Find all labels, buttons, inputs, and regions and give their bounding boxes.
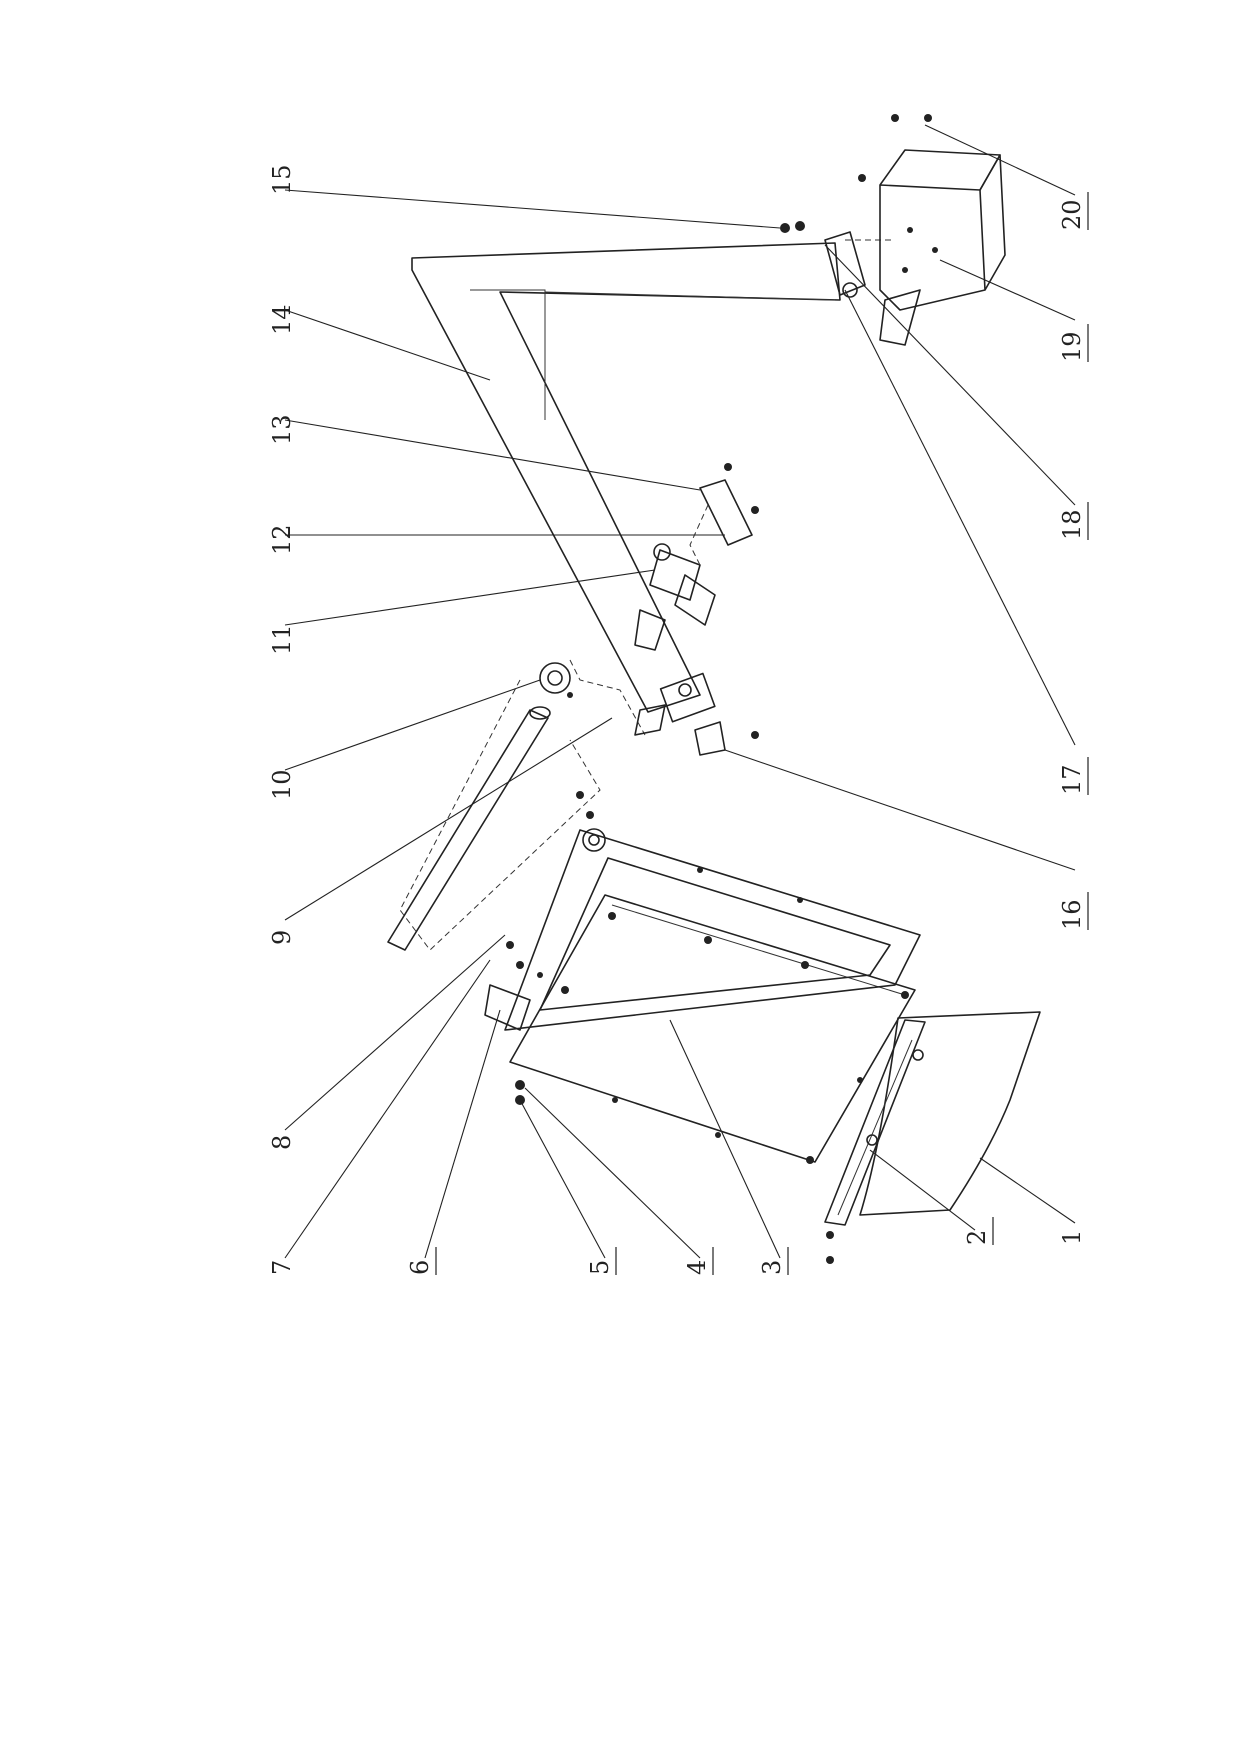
callout-3: 3: [758, 1247, 789, 1275]
callout-label-20: 20: [1058, 199, 1086, 230]
callout-label-4: 4: [683, 1260, 711, 1275]
callout-label-5: 5: [586, 1260, 614, 1275]
part-14-arm: [411, 242, 841, 736]
callout-label-8: 8: [268, 1135, 296, 1150]
callout-15: 15: [268, 164, 296, 195]
part-10-collar: [539, 659, 646, 736]
callout-18: 18: [1058, 502, 1089, 540]
part-17-18-hinge: [824, 231, 895, 298]
callout-11: 11: [268, 624, 296, 655]
callout-13: 13: [268, 414, 296, 445]
callout-4: 4: [683, 1247, 714, 1275]
part-16-plate: [694, 721, 759, 756]
part-11-bracket: [634, 543, 716, 651]
part-9-rod: [387, 679, 601, 951]
part-2-hinge-strip: [824, 1019, 926, 1264]
callout-label-7: 7: [268, 1260, 296, 1275]
part-3-panel: [509, 894, 916, 1164]
callout-5: 5: [586, 1247, 617, 1275]
callout-label-10: 10: [268, 769, 296, 800]
callout-label-1: 1: [1058, 1230, 1086, 1245]
callout-19: 19: [1058, 324, 1089, 362]
callout-label-14: 14: [268, 304, 296, 335]
callout-label-13: 13: [268, 414, 296, 445]
part-12-13-clip: [689, 463, 759, 566]
callout-20: 20: [1058, 192, 1089, 230]
leader-lines: [284, 124, 1076, 1259]
callout-16: 16: [1058, 892, 1089, 930]
callout-label-19: 19: [1058, 331, 1086, 362]
callout-6: 6: [406, 1247, 437, 1275]
part-15-nut: [780, 221, 805, 233]
part-6-frame: [484, 828, 921, 1031]
part-4-5-fasteners: [506, 791, 594, 1105]
callout-label-2: 2: [963, 1230, 991, 1245]
callout-label-15: 15: [268, 164, 296, 195]
callout-7: 7: [268, 1260, 296, 1275]
callout-label-17: 17: [1058, 764, 1086, 795]
callout-1: 1: [1058, 1230, 1086, 1245]
callout-17: 17: [1058, 757, 1089, 795]
callout-12: 12: [268, 524, 296, 555]
callout-14: 14: [268, 304, 296, 335]
part-20-screws: [858, 114, 932, 182]
callout-label-16: 16: [1058, 899, 1086, 930]
callout-10: 10: [268, 769, 296, 800]
callout-label-9: 9: [268, 930, 296, 945]
callout-label-11: 11: [268, 624, 296, 655]
callout-8: 8: [268, 1135, 296, 1150]
callout-label-3: 3: [758, 1260, 786, 1275]
callout-label-12: 12: [268, 524, 296, 555]
callout-2: 2: [963, 1217, 994, 1245]
part-1-sheet: [859, 1011, 1041, 1216]
callout-9: 9: [268, 930, 296, 945]
callout-label-6: 6: [406, 1260, 434, 1275]
part-19-box: [879, 149, 1006, 346]
callout-label-18: 18: [1058, 509, 1086, 540]
